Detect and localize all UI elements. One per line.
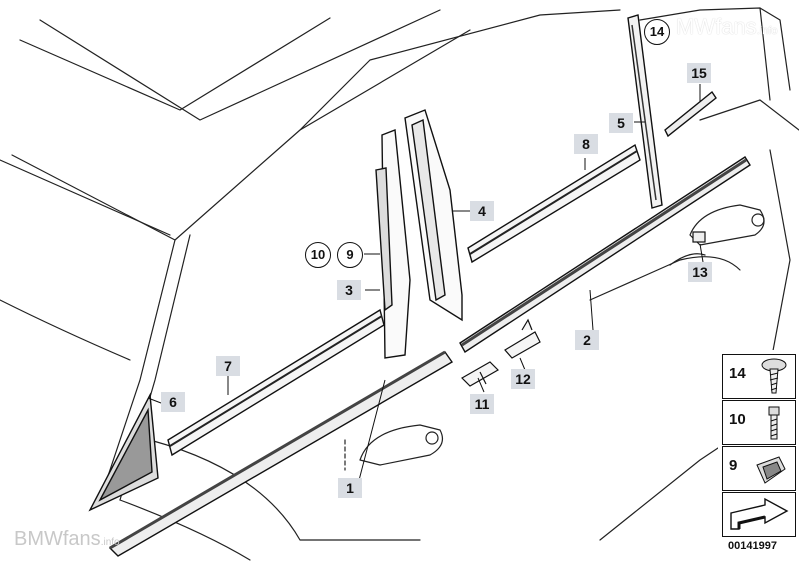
callout-6[interactable]: 6 (161, 392, 185, 412)
screw-icon (761, 358, 787, 394)
callout-11[interactable]: 11 (470, 394, 494, 414)
watermark-top: MWfans.info (676, 14, 778, 39)
callout-15[interactable]: 15 (687, 63, 711, 83)
b-pillar-trim-rear (404, 109, 463, 322)
roof-outline (19, 17, 331, 111)
front-window-channel (167, 308, 385, 457)
rear-door-handle (689, 204, 765, 246)
document-number: 00141997 (728, 540, 777, 552)
legend-item-14: 14 (722, 354, 796, 399)
callout-13[interactable]: 13 (688, 262, 712, 282)
arrow-icon (730, 497, 789, 530)
roof-outline-2 (39, 9, 441, 121)
bolt-icon (768, 406, 780, 440)
clip-part-13 (692, 231, 706, 243)
callout-2[interactable]: 2 (575, 330, 599, 350)
callout-1[interactable]: 1 (338, 478, 362, 498)
legend-number: 10 (729, 411, 746, 428)
front-door-handle (359, 424, 443, 466)
callout-4[interactable]: 4 (470, 201, 494, 221)
callout-7[interactable]: 7 (216, 356, 240, 376)
legend-number: 14 (729, 365, 746, 382)
callout-3[interactable]: 3 (337, 280, 361, 300)
callout-12[interactable]: 12 (511, 369, 535, 389)
legend-item-10: 10 (722, 400, 796, 445)
clip-part-11 (461, 361, 499, 387)
watermark-bottom: BMWfans.info (14, 528, 120, 550)
mirror-triangle-cover (88, 392, 159, 512)
circled-callout-9[interactable]: 9 (337, 242, 363, 268)
legend-number: 9 (729, 457, 738, 474)
clip-icon (756, 456, 786, 484)
circled-callout-14[interactable]: 14 (644, 19, 670, 45)
b-pillar-trim-front (375, 129, 411, 359)
legend-item-arrow (722, 492, 796, 537)
front-door-strip (108, 350, 454, 557)
legend-item-9: 9 (722, 446, 796, 491)
circled-callout-10[interactable]: 10 (305, 242, 331, 268)
rear-door-strip (459, 156, 751, 353)
quarter-window-strip (664, 90, 717, 138)
callout-5[interactable]: 5 (609, 113, 633, 133)
rear-window-channel (467, 143, 641, 264)
clip-part-12 (504, 318, 541, 359)
rear-door-frame-strip (627, 14, 663, 209)
callout-8[interactable]: 8 (574, 134, 598, 154)
